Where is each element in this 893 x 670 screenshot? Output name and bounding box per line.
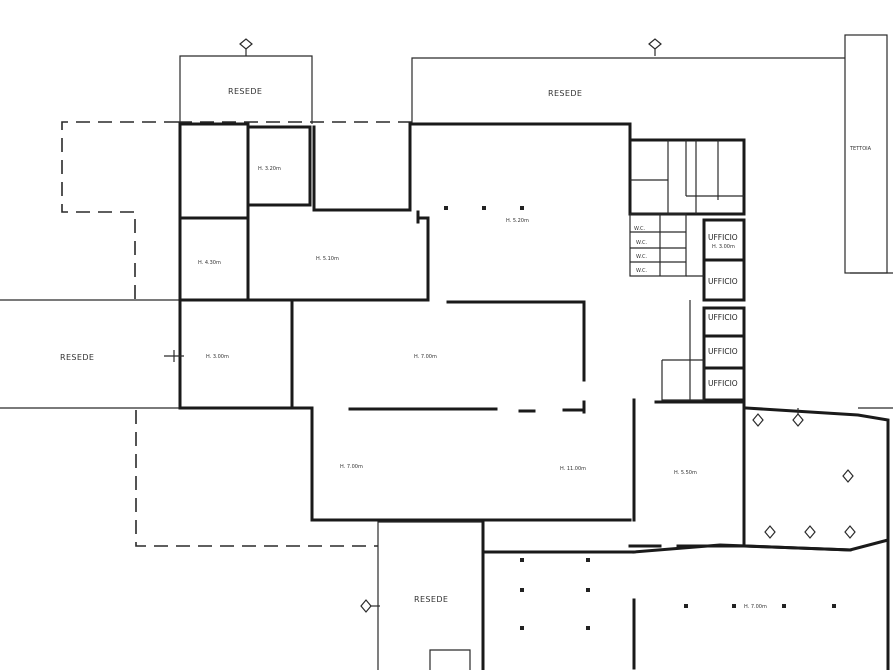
- ufficio-label-1: UFFICIO: [708, 233, 738, 242]
- height-label-430: H. 4.30m: [198, 260, 221, 266]
- ufficio-label-5: UFFICIO: [708, 379, 738, 388]
- resede-label-bottom: RESEDE: [414, 595, 448, 604]
- entrance-marker-left: [164, 350, 184, 362]
- height-label-700-center: H. 7.00m: [414, 354, 437, 360]
- entrance-marker-right-3: [842, 469, 854, 483]
- resede-outlines: [0, 34, 893, 670]
- resede-label-top-center: RESEDE: [548, 89, 582, 98]
- entrance-marker-right-6: [844, 525, 856, 539]
- entrance-markers: [164, 38, 856, 613]
- office-block: [628, 138, 746, 402]
- pillars: [444, 206, 836, 630]
- wc-label-2: W.C.: [636, 240, 647, 246]
- entrance-marker-bottom: [360, 599, 380, 613]
- labels: RESEDE RESEDE RESEDE RESEDE TETTOIA H. 3…: [60, 87, 872, 610]
- height-label-320: H. 3.20m: [258, 166, 281, 172]
- entrance-marker-right-4: [764, 525, 776, 539]
- entrance-marker-right-5: [804, 525, 816, 539]
- height-label-520: H. 5.20m: [506, 218, 529, 224]
- wc-label-3: W.C.: [636, 254, 647, 260]
- ufficio-label-4: UFFICIO: [708, 347, 738, 356]
- wc-label-1: W.C.: [634, 226, 645, 232]
- height-label-700-bottom: H. 7.00m: [744, 604, 767, 610]
- resede-label-top-left: RESEDE: [228, 87, 262, 96]
- entrance-marker-right-1: [752, 413, 764, 427]
- ufficio-label-2: UFFICIO: [708, 277, 738, 286]
- ufficio-height-label: H. 3.00m: [712, 244, 735, 250]
- height-label-700-lower: H. 7.00m: [340, 464, 363, 470]
- height-label-510: H. 5.10m: [316, 256, 339, 262]
- entrance-marker-right-2: [792, 408, 804, 427]
- resede-label-left: RESEDE: [60, 353, 94, 362]
- height-label-1100: H. 11.00m: [560, 466, 586, 472]
- tettoia-label: TETTOIA: [849, 146, 872, 152]
- dashed-outlines: [61, 121, 420, 547]
- height-label-550: H. 5.50m: [674, 470, 697, 476]
- height-label-300: H. 3.00m: [206, 354, 229, 360]
- ufficio-label-3: UFFICIO: [708, 313, 738, 322]
- walls: [178, 122, 890, 670]
- entrance-marker-top-left: [239, 38, 253, 56]
- entrance-marker-top-center: [648, 38, 662, 56]
- wc-label-4: W.C.: [636, 268, 647, 274]
